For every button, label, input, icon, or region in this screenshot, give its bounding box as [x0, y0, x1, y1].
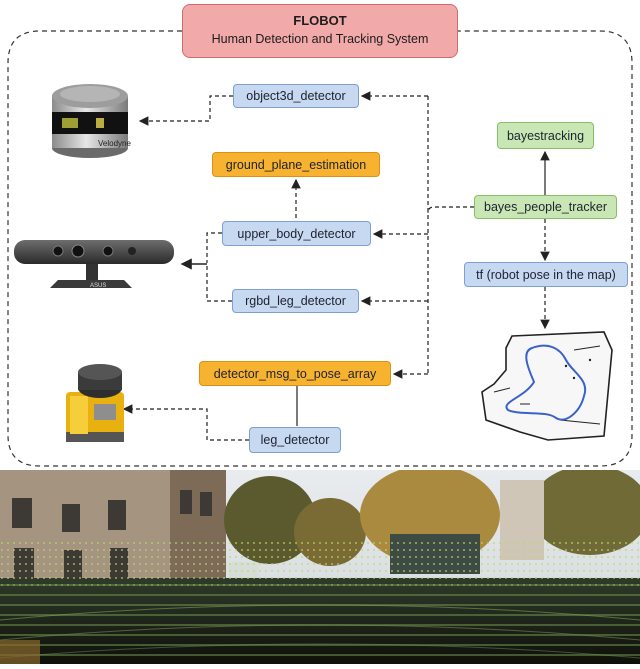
node-rgbd-leg-detector: rgbd_leg_detector — [232, 289, 359, 313]
node-leg-detector: leg_detector — [249, 427, 341, 453]
system-title-box: FLOBOT Human Detection and Tracking Syst… — [182, 4, 458, 58]
diagram-canvas: Velodyne ASUS — [7, 30, 633, 467]
system-diagram: Velodyne ASUS — [7, 4, 633, 467]
svg-text:ASUS: ASUS — [90, 283, 106, 289]
system-title: FLOBOT — [293, 13, 347, 28]
street-lidar-photo — [0, 465, 640, 664]
system-subtitle: Human Detection and Tracking System — [211, 32, 429, 46]
occupancy-map-icon — [481, 331, 613, 441]
node-detector-msg-to-pose-array: detector_msg_to_pose_array — [199, 361, 391, 386]
rgbd-camera-icon: ASUS — [14, 240, 174, 289]
edge-rgbd-to-camera — [206, 262, 232, 302]
node-bayes-people-tracker: bayes_people_tracker — [474, 195, 617, 219]
edge-upperbody-to-camera — [206, 232, 222, 262]
svg-text:Velodyne: Velodyne — [98, 139, 131, 148]
node-object3d-detector: object3d_detector — [233, 84, 359, 108]
laser-scanner-icon — [66, 364, 124, 442]
node-tf-robot-pose: tf (robot pose in the map) — [464, 262, 628, 287]
edge-object3d-to-velodyne — [138, 95, 233, 126]
edge-leg-to-laser — [122, 404, 249, 441]
node-ground-plane-estimation: ground_plane_estimation — [212, 152, 380, 177]
node-bayestracking: bayestracking — [497, 122, 594, 149]
node-upper-body-detector: upper_body_detector — [222, 221, 371, 246]
street-scene — [0, 465, 640, 664]
velodyne-lidar-icon: Velodyne — [52, 84, 131, 158]
edge-tracker-to-bus — [427, 206, 474, 214]
